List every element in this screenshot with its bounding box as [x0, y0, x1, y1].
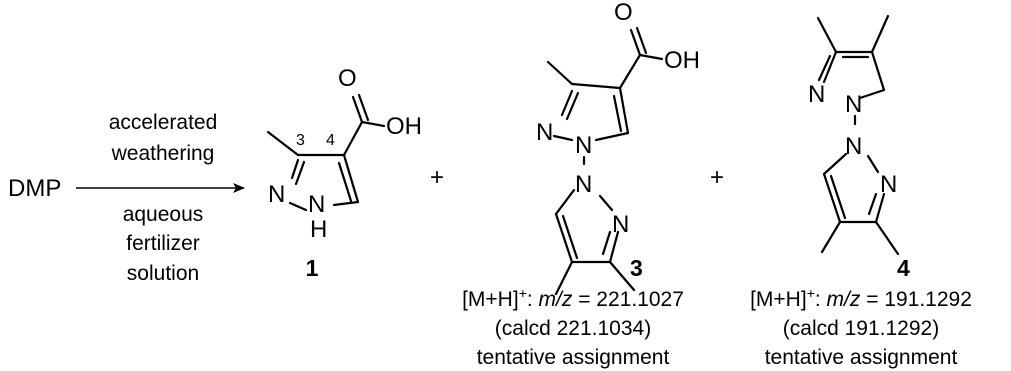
condition-below-2: fertilizer — [126, 232, 200, 255]
compound-3-note: tentative assignment — [477, 346, 670, 369]
compound-4-nitrogen-1: N — [808, 81, 825, 108]
compound-4-nitrogen-4: N — [880, 171, 897, 198]
position-label-4: 4 — [326, 132, 335, 149]
compound-4-ms-prefix: [M+H] — [750, 288, 807, 311]
compound-3-ms-charge: + — [519, 285, 527, 301]
compound-3-structure — [546, 26, 664, 296]
compound-1-number: 1 — [306, 255, 319, 281]
compound-4-note: tentative assignment — [765, 346, 958, 369]
compound-3-calcd: (calcd 221.1034) — [495, 317, 651, 340]
compound-4-ms-value: = 191.1292 — [860, 288, 972, 311]
compound-4-ms-charge: + — [807, 285, 815, 301]
compound-1-nh-hydrogen: H — [310, 216, 327, 243]
compound-3-ms-colon: : — [527, 288, 539, 311]
compound-3-nitrogen-1: N — [536, 119, 553, 146]
compound-4-nitrogen-3: N — [845, 133, 862, 160]
plus-sign-1: + — [430, 164, 444, 191]
compound-1-carbonyl-oxygen: O — [338, 65, 357, 92]
compound-3-carbonyl-oxygen: O — [614, 0, 633, 26]
compound-3-hydroxyl: OH — [664, 47, 700, 74]
compound-1-structure — [266, 93, 386, 212]
compound-1-nh-nitrogen: N — [308, 191, 325, 218]
compound-4-number: 4 — [897, 255, 910, 281]
compound-4-ms-colon: : — [815, 288, 827, 311]
compound-3-nitrogen-2: N — [575, 132, 592, 159]
position-label-3: 3 — [296, 132, 305, 149]
compound-1-hydroxyl: OH — [386, 113, 422, 140]
reactant-label: DMP — [8, 175, 61, 202]
compound-4-nitrogen-2: N — [845, 91, 862, 118]
condition-below-1: aqueous — [123, 203, 204, 226]
compound-3-ms-line: [M+H]+: m/z = 221.1027 — [462, 285, 684, 311]
condition-above-2: weathering — [111, 142, 215, 165]
compound-3-ms-value: = 221.1027 — [572, 288, 684, 311]
compound-1-nitrogen: N — [268, 181, 285, 208]
compound-3-nitrogen-3: N — [575, 171, 592, 198]
plus-sign-2: + — [710, 164, 724, 191]
compound-3-ms-prefix: [M+H] — [462, 288, 519, 311]
compound-4-structure — [816, 14, 900, 256]
compound-4-calcd: (calcd 191.1292) — [783, 317, 939, 340]
condition-below-3: solution — [127, 262, 199, 285]
compound-4-ms-mz: m/z — [827, 288, 861, 311]
compound-4-ms-line: [M+H]+: m/z = 191.1292 — [750, 285, 972, 311]
compound-3-number: 3 — [630, 255, 643, 281]
compound-3-ms-mz: m/z — [539, 288, 573, 311]
compound-3-nitrogen-4: N — [612, 211, 629, 238]
condition-above-1: accelerated — [109, 111, 218, 134]
